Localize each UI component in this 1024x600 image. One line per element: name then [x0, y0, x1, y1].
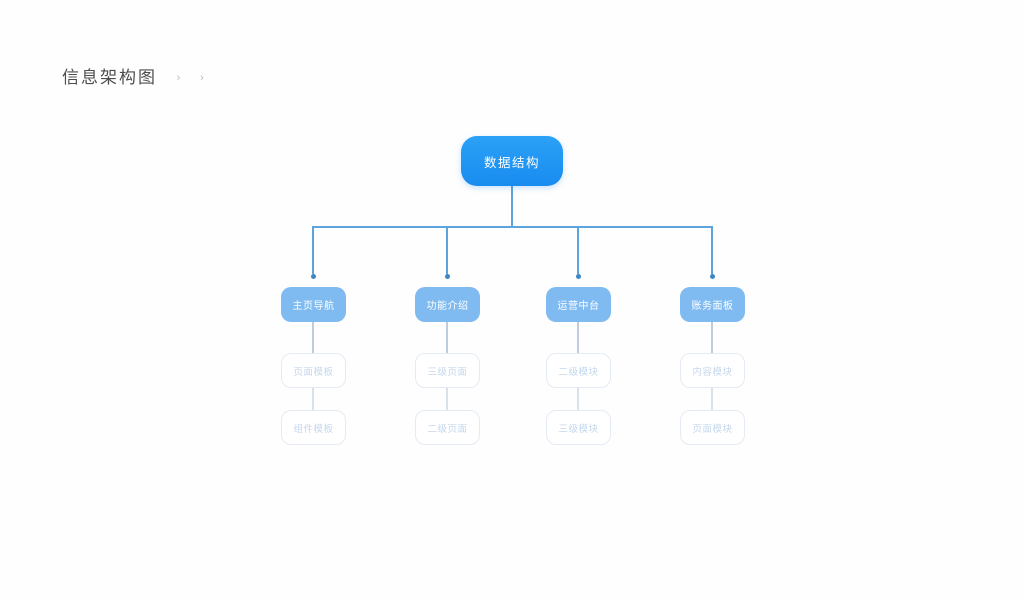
leaf-node[interactable]: 二级模块: [546, 353, 611, 388]
connector-dot: [445, 274, 450, 279]
connector-dot: [576, 274, 581, 279]
connector-dot: [710, 274, 715, 279]
child-node-3[interactable]: 运营中台: [546, 287, 611, 322]
leaf-node[interactable]: 页面模块: [680, 410, 745, 445]
leaf-node[interactable]: 三级模块: [546, 410, 611, 445]
child-node-4[interactable]: 账务面板: [680, 287, 745, 322]
connector-branch: [446, 226, 448, 274]
connector-horizontal-bar: [312, 226, 713, 228]
chevron-right-icon: ›: [200, 72, 204, 84]
connector-branch: [577, 226, 579, 274]
connector-branch: [711, 226, 713, 274]
connector-leaf-leaf: [711, 388, 713, 410]
child-node-2[interactable]: 功能介绍: [415, 287, 480, 322]
leaf-node[interactable]: 页面模板: [281, 353, 346, 388]
connector-branch: [312, 226, 314, 274]
connector-leaf-leaf: [312, 388, 314, 410]
leaf-node[interactable]: 组件模板: [281, 410, 346, 445]
leaf-node[interactable]: 二级页面: [415, 410, 480, 445]
connector-child-leaf: [711, 322, 713, 353]
chevron-right-icon: ›: [176, 72, 181, 84]
root-node[interactable]: 数据结构: [461, 136, 563, 186]
breadcrumb: › ›: [169, 68, 211, 86]
connector-dot: [311, 274, 316, 279]
connector-child-leaf: [312, 322, 314, 353]
connector-leaf-leaf: [577, 388, 579, 410]
connector-child-leaf: [446, 322, 448, 353]
connector-leaf-leaf: [446, 388, 448, 410]
child-node-1[interactable]: 主页导航: [281, 287, 346, 322]
leaf-node[interactable]: 内容模块: [680, 353, 745, 388]
connector-child-leaf: [577, 322, 579, 353]
page-title: 信息架构图: [62, 68, 157, 87]
leaf-node[interactable]: 三级页面: [415, 353, 480, 388]
connector-root-stem: [511, 186, 513, 227]
